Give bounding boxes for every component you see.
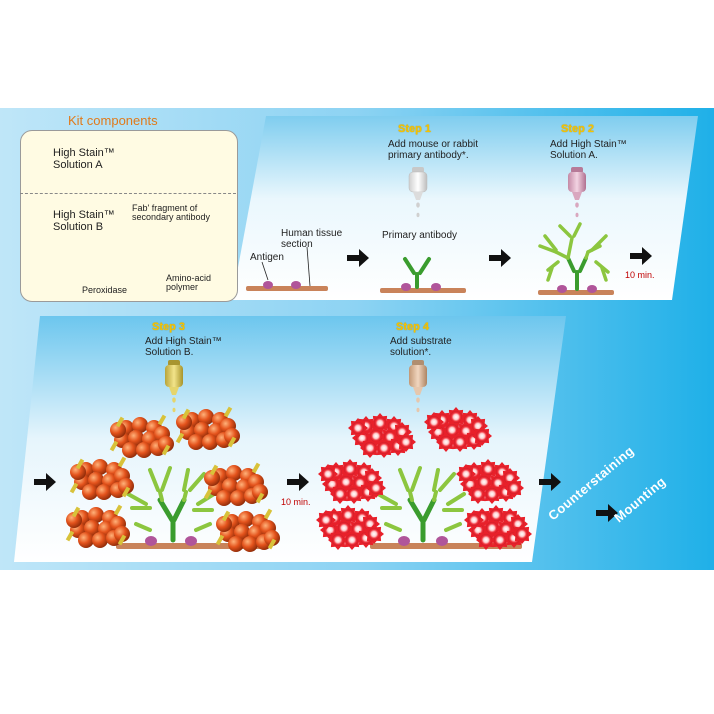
primary-antibody-label: Primary antibody bbox=[382, 230, 458, 241]
antibody-complex-step2 bbox=[538, 222, 610, 291]
dab-cluster-6 bbox=[464, 505, 532, 550]
dab-cluster-5 bbox=[316, 505, 384, 550]
antigen-label: Antigen bbox=[250, 252, 284, 263]
step2-label: Step 2 bbox=[561, 123, 595, 135]
step3-time: 10 min. bbox=[281, 497, 311, 507]
step4-label: Step 4 bbox=[396, 321, 430, 333]
step4-desc-line1: Add substrate bbox=[390, 336, 452, 347]
solution-a-line1: High Stain™ bbox=[53, 147, 115, 159]
arrow-6 bbox=[539, 473, 561, 491]
tissue-line1: Human tissue bbox=[281, 228, 343, 239]
arrow-4 bbox=[34, 473, 56, 491]
step3-description: Add High Stain™ Solution B. bbox=[145, 336, 222, 358]
step1-desc-line2: primary antibody*. bbox=[388, 150, 469, 161]
dab-cluster-3 bbox=[424, 407, 492, 452]
arrow-3 bbox=[630, 247, 652, 265]
solution-a-line2: Solution A bbox=[53, 159, 103, 171]
polymer-cluster-1 bbox=[69, 456, 134, 500]
step1-desc-line1: Add mouse or rabbit bbox=[388, 139, 479, 150]
bottom-panel bbox=[14, 316, 566, 562]
bottle-step1 bbox=[408, 167, 428, 218]
dab-cluster-4 bbox=[456, 459, 524, 504]
primary-antibody-step1 bbox=[403, 257, 431, 289]
bottle-step3 bbox=[165, 360, 183, 413]
solution-a-label: High Stain™ Solution A bbox=[53, 147, 115, 171]
step3-label: Step 3 bbox=[152, 321, 186, 333]
top-panel bbox=[232, 116, 698, 300]
fab-line2: secondary antibody bbox=[132, 212, 211, 222]
arrow-1 bbox=[347, 249, 369, 267]
fab-fragment-label: Fab' fragment of secondary antibody bbox=[132, 204, 210, 222]
solution-b-label: High Stain™ Solution B bbox=[53, 209, 115, 233]
arrow-5 bbox=[287, 473, 309, 491]
peroxidase-label: Peroxidase bbox=[82, 285, 128, 295]
fab-line1: Fab' fragment of bbox=[132, 203, 198, 213]
kit-divider bbox=[20, 193, 236, 194]
step1-label: Step 1 bbox=[398, 123, 432, 135]
amino-line2: polymer bbox=[166, 282, 199, 292]
kit-components-title: Kit components bbox=[68, 113, 158, 128]
arrow-2 bbox=[489, 249, 511, 267]
polymer-clusters-step3 bbox=[65, 406, 280, 552]
tissue-section-intro bbox=[246, 281, 328, 291]
step1-description: Add mouse or rabbit primary antibody*. bbox=[388, 139, 478, 161]
amino-acid-polymer-label: Amino-acid polymer bbox=[166, 274, 211, 292]
arrow-7 bbox=[596, 504, 618, 522]
tissue-line2: section bbox=[281, 239, 313, 250]
step2-description: Add High Stain™ Solution A. bbox=[550, 139, 627, 161]
step2-desc-line1: Add High Stain™ bbox=[550, 139, 627, 150]
polymer-cluster-4 bbox=[203, 462, 268, 506]
step4-description: Add substrate solution*. bbox=[390, 336, 452, 358]
arrows bbox=[34, 247, 652, 522]
dab-cluster-1 bbox=[318, 459, 386, 504]
bottle-step2 bbox=[568, 167, 586, 218]
amino-line1: Amino-acid bbox=[166, 273, 212, 283]
polymer-cluster-6 bbox=[215, 508, 280, 552]
antibody-tree-step3 bbox=[126, 466, 216, 543]
step3-desc-line1: Add High Stain™ bbox=[145, 336, 222, 347]
step2-desc-line2: Solution A. bbox=[550, 150, 598, 161]
solution-b-line2: Solution B bbox=[53, 221, 104, 233]
step3-desc-line2: Solution B. bbox=[145, 347, 194, 358]
step2-time: 10 min. bbox=[625, 270, 655, 280]
polymer-cluster-3 bbox=[175, 406, 240, 450]
bottle-step4 bbox=[409, 360, 427, 413]
dab-cluster-2 bbox=[348, 413, 416, 458]
pointer-lines-intro bbox=[261, 246, 311, 287]
polymer-cluster-2 bbox=[109, 414, 174, 458]
tissue-section-step2 bbox=[538, 285, 614, 295]
step4-desc-line2: solution*. bbox=[390, 347, 432, 358]
kit-components-box bbox=[20, 130, 238, 302]
antibody-tree-step4 bbox=[376, 466, 466, 543]
tissue-section-label: Human tissue section bbox=[281, 228, 342, 250]
solution-b-line1: High Stain™ bbox=[53, 209, 115, 221]
tissue-section-step1 bbox=[380, 283, 466, 293]
dab-clusters-step4 bbox=[316, 407, 532, 550]
polymer-cluster-5 bbox=[65, 504, 130, 548]
